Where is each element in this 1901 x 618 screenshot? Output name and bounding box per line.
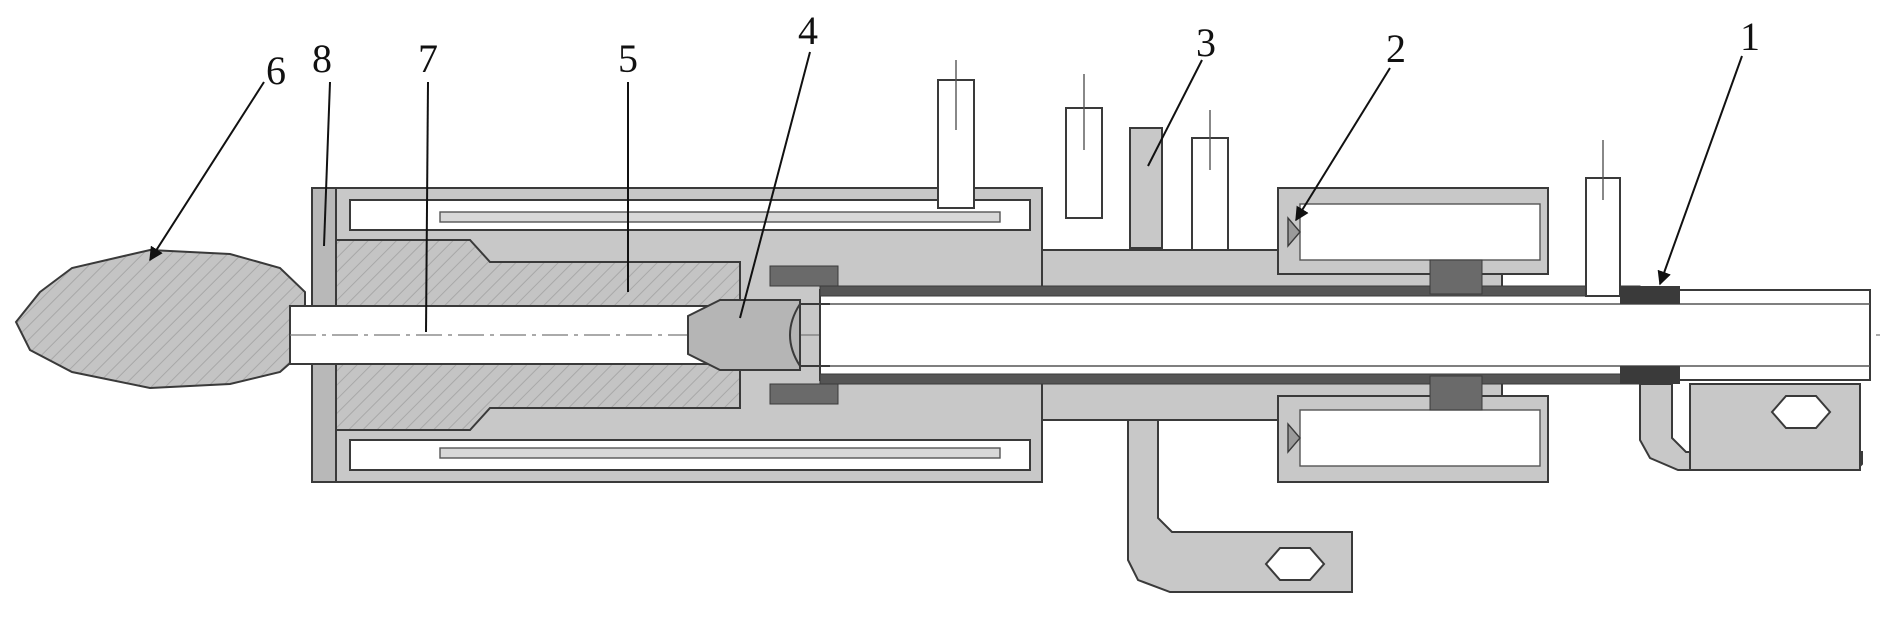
rear-flange-lower-slot (1299, 409, 1541, 467)
label-2: 2 (1386, 26, 1406, 71)
leader-2 (1295, 67, 1391, 222)
leader-1 (1657, 55, 1743, 286)
leader-7 (425, 81, 429, 333)
label-7: 7 (418, 36, 438, 81)
rear-clamp-bottom (1620, 366, 1680, 384)
upper-channel-inner (439, 211, 1001, 223)
electrode-tip-cup (789, 303, 830, 367)
lower-channel-inner (439, 447, 1001, 459)
hex-nut-middle (1264, 547, 1326, 581)
label-4: 4 (798, 8, 818, 53)
inlet-pipes (937, 60, 1621, 297)
right-clamp-plate (1689, 383, 1861, 471)
rear-flange-lower-tip (1287, 422, 1301, 454)
label-6: 6 (266, 48, 286, 93)
insert-upper (1429, 259, 1483, 295)
seal-ring-bottom (769, 383, 839, 405)
label-8: 8 (312, 36, 332, 81)
electrode-tube-wall-bottom (819, 373, 1641, 385)
leader-4 (739, 51, 811, 319)
rear-flange-upper-slot (1299, 203, 1541, 261)
label-5: 5 (618, 36, 638, 81)
electrode-tube-wall-top (819, 285, 1641, 297)
hex-nut-right (1770, 395, 1832, 429)
label-1: 1 (1740, 14, 1760, 59)
electrode-tip (687, 299, 801, 371)
seal-ring-top (769, 265, 839, 287)
label-3: 3 (1196, 20, 1216, 65)
workpiece-blob (14, 248, 306, 390)
rear-flange-upper-tip (1287, 216, 1301, 248)
insert-lower (1429, 375, 1483, 411)
leader-6 (149, 81, 265, 262)
rear-clamp-top (1620, 286, 1680, 304)
leader-3 (1147, 59, 1203, 167)
leader-8 (323, 81, 331, 247)
